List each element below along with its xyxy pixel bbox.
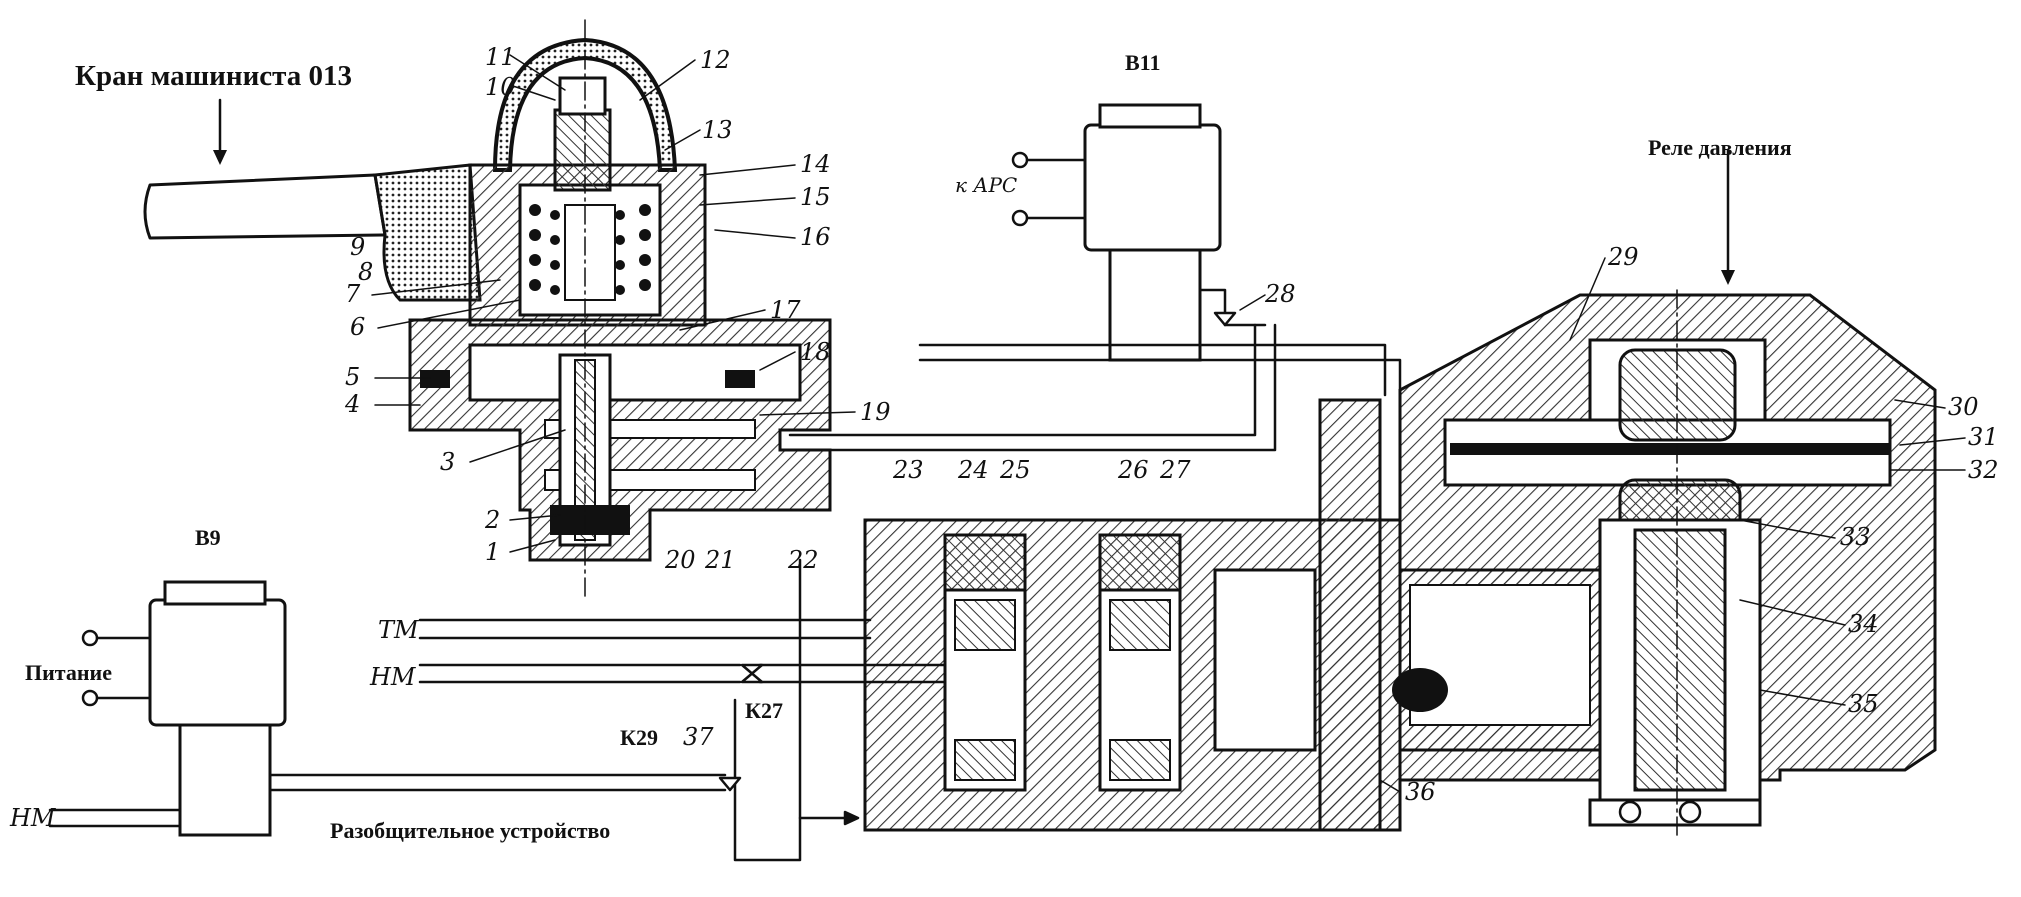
part-11: 11 bbox=[485, 43, 516, 71]
part-9: 9 bbox=[350, 233, 365, 261]
label-to-ars: к АРС bbox=[955, 173, 1017, 197]
line-nm-2: НМ bbox=[9, 804, 57, 832]
label-v9: В9 bbox=[195, 525, 221, 550]
part-20: 20 bbox=[664, 546, 696, 574]
pressure-relay bbox=[1398, 289, 1937, 841]
driver-valve-013 bbox=[143, 19, 832, 601]
valve-v9[interactable] bbox=[81, 580, 287, 837]
title-pressure-relay: Реле давления bbox=[1648, 135, 1792, 160]
part-24: 24 bbox=[957, 456, 989, 484]
part-3: 3 bbox=[440, 448, 455, 476]
part-22: 22 bbox=[787, 546, 819, 574]
part-37: 37 bbox=[683, 723, 714, 751]
part-27: 27 bbox=[1159, 456, 1191, 484]
part-18: 18 bbox=[800, 338, 831, 366]
part-12: 12 bbox=[700, 46, 731, 74]
label-k27: К27 bbox=[745, 698, 783, 723]
part-19: 19 bbox=[860, 398, 891, 426]
part-26: 26 bbox=[1117, 456, 1149, 484]
part-34: 34 bbox=[1848, 610, 1879, 638]
part-30: 30 bbox=[1948, 393, 1979, 421]
part-8: 8 bbox=[358, 258, 373, 286]
part-4: 4 bbox=[344, 390, 360, 418]
title-disconnect-device: Разобщительное устройство bbox=[330, 818, 610, 843]
line-nm: НМ bbox=[369, 663, 417, 691]
line-tm: ТМ bbox=[378, 616, 420, 644]
label-k29: К29 bbox=[620, 725, 658, 750]
part-15: 15 bbox=[800, 183, 831, 211]
label-power: Питание bbox=[25, 660, 112, 685]
part-number-labels: 1 2 3 4 5 6 7 8 9 10 11 12 13 14 15 16 1… bbox=[344, 43, 1999, 806]
part-2: 2 bbox=[484, 506, 500, 534]
part-14: 14 bbox=[800, 150, 831, 178]
part-7: 7 bbox=[345, 280, 361, 308]
part-5: 5 bbox=[345, 363, 360, 391]
part-17: 17 bbox=[770, 296, 801, 324]
part-25: 25 bbox=[999, 456, 1031, 484]
label-v11: В11 bbox=[1125, 50, 1160, 75]
part-10: 10 bbox=[485, 73, 516, 101]
part-36: 36 bbox=[1405, 778, 1436, 806]
part-13: 13 bbox=[702, 116, 733, 144]
part-23: 23 bbox=[892, 456, 924, 484]
part-6: 6 bbox=[350, 313, 365, 341]
valve-v11[interactable] bbox=[1011, 103, 1267, 362]
part-33: 33 bbox=[1840, 523, 1871, 551]
leader-lines bbox=[371, 54, 1966, 793]
central-block bbox=[863, 398, 1602, 832]
part-31: 31 bbox=[1968, 423, 1999, 451]
part-32: 32 bbox=[1968, 456, 1999, 484]
springs bbox=[529, 204, 651, 295]
part-21: 21 bbox=[704, 546, 736, 574]
part-1: 1 bbox=[485, 538, 500, 566]
part-28: 28 bbox=[1264, 280, 1296, 308]
pipes bbox=[48, 311, 1402, 862]
part-35: 35 bbox=[1848, 690, 1879, 718]
part-16: 16 bbox=[800, 223, 831, 251]
part-29: 29 bbox=[1607, 243, 1639, 271]
title-driver-valve: Кран машиниста 013 bbox=[75, 60, 352, 92]
valve-handle[interactable] bbox=[143, 173, 387, 240]
handle-hub bbox=[373, 163, 482, 302]
